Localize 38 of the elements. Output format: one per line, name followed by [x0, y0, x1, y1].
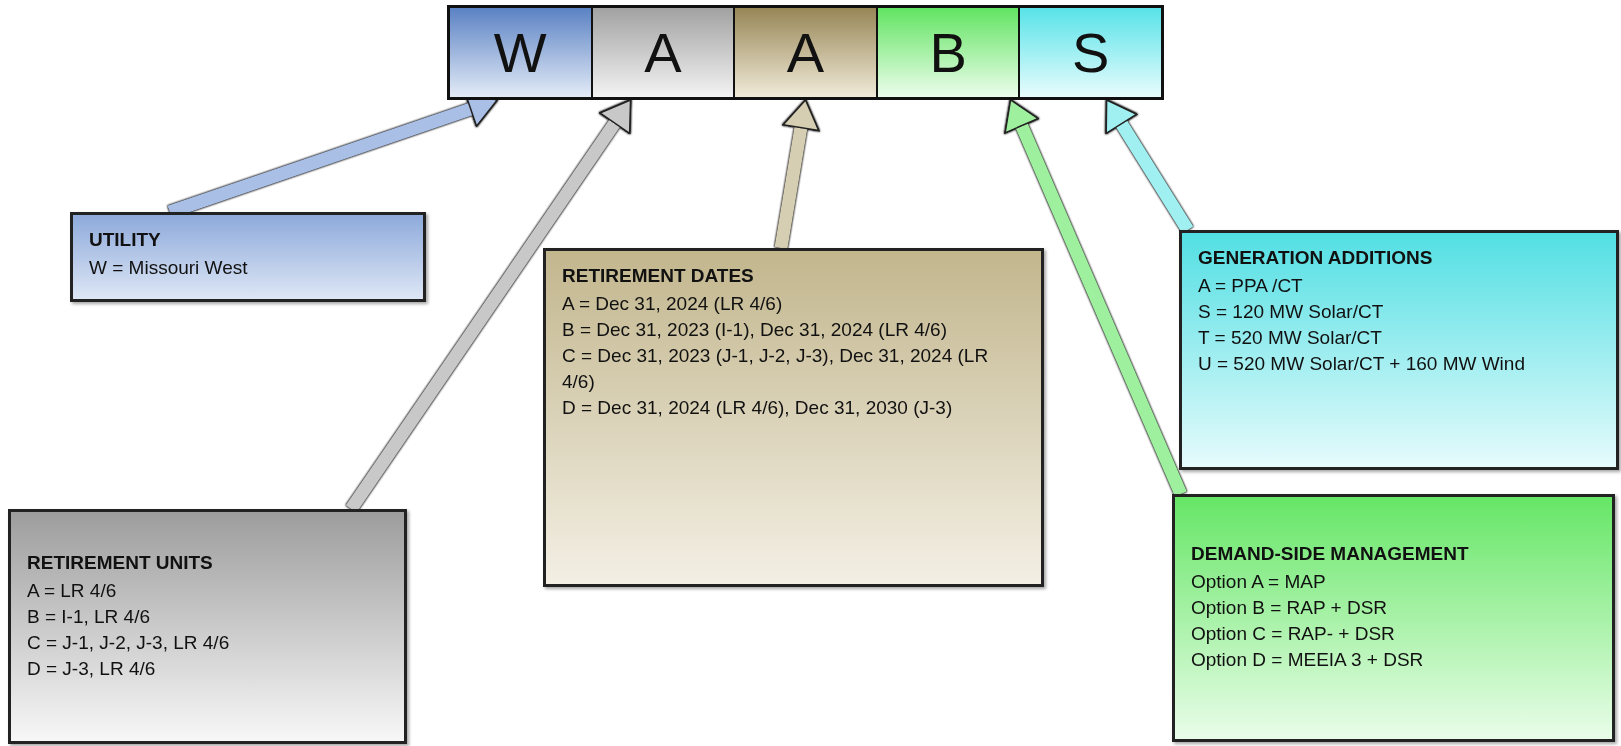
- definition-text: C = Dec 31, 2023 (J-1, J-2, J-3), Dec 31, 2024 (LR 4/6): [562, 344, 990, 395]
- box-heading: DEMAND-SIDE MANAGEMENT: [1191, 543, 1470, 565]
- box-heading: UTILITY: [89, 229, 162, 251]
- definition-text: A = Dec 31, 2024 (LR 4/6): [562, 292, 784, 316]
- code-letter: A: [644, 24, 682, 81]
- box-heading: GENERATION ADDITIONS: [1198, 247, 1434, 269]
- definition-text: Option B = RAP + DSR: [1191, 596, 1389, 620]
- definition-text: B = I-1, LR 4/6: [27, 605, 152, 629]
- definition-text: T = 520 MW Solar/CT: [1198, 326, 1383, 351]
- definition-text: Option C = RAP- + DSR: [1191, 622, 1396, 647]
- letter-cell: [450, 8, 591, 97]
- definition-text: A = PPA /CT: [1198, 274, 1304, 298]
- definition-text: A = LR 4/6: [27, 579, 118, 603]
- box-heading: RETIREMENT UNITS: [27, 552, 214, 574]
- legend-box: [543, 248, 1044, 587]
- definition-text: D = J-3, LR 4/6: [27, 657, 157, 682]
- letter-cell: [590, 8, 734, 97]
- letter-cell: [1018, 8, 1161, 97]
- code-letter: W: [493, 24, 547, 81]
- definition-text: D = Dec 31, 2024 (LR 4/6), Dec 31, 2030 (J-3): [562, 396, 954, 421]
- code-letter: A: [786, 24, 825, 81]
- letter-cell: [875, 8, 1019, 97]
- definition-text: W = Missouri West: [89, 256, 249, 280]
- code-letter: S: [1072, 24, 1110, 81]
- definition-text: B = Dec 31, 2023 (I-1), Dec 31, 2024 (LR 4/6): [562, 318, 948, 342]
- legend-box: [1179, 230, 1619, 470]
- legend-box: [8, 509, 407, 744]
- definition-text: Option A = MAP: [1191, 570, 1327, 594]
- block-arrow: [774, 98, 820, 250]
- definition-text: C = J-1, J-2, J-3, LR 4/6: [27, 631, 231, 656]
- definition-text: Option D = MEEIA 3 + DSR: [1191, 648, 1425, 673]
- code-letter: B: [929, 24, 967, 81]
- definition-text: S = 120 MW Solar/CT: [1198, 300, 1385, 324]
- box-heading: RETIREMENT DATES: [562, 265, 755, 287]
- legend-box: [70, 212, 426, 302]
- letter-cell: [733, 8, 876, 97]
- definition-text: U = 520 MW Solar/CT + 160 MW Wind: [1198, 352, 1526, 377]
- legend-box: [1172, 494, 1615, 742]
